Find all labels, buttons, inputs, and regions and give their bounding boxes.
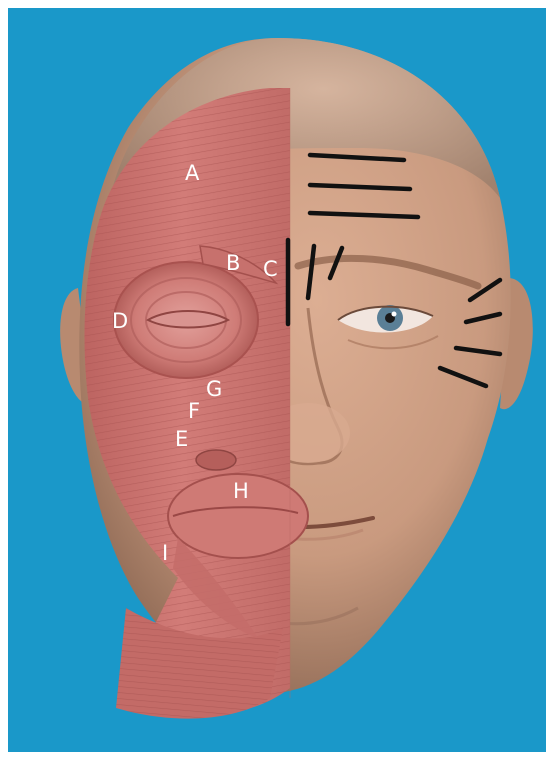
levator-bundle (196, 450, 236, 470)
label-c: C (263, 257, 278, 281)
label-f: F (188, 399, 200, 423)
label-g: G (206, 377, 222, 401)
label-d: D (112, 309, 128, 333)
face-muscle-illustration: A B C D E F G H I (8, 8, 546, 752)
label-a: A (185, 161, 200, 185)
label-h: H (233, 479, 249, 503)
label-b: B (226, 251, 240, 275)
label-i: I (162, 541, 168, 565)
label-e: E (175, 427, 188, 451)
